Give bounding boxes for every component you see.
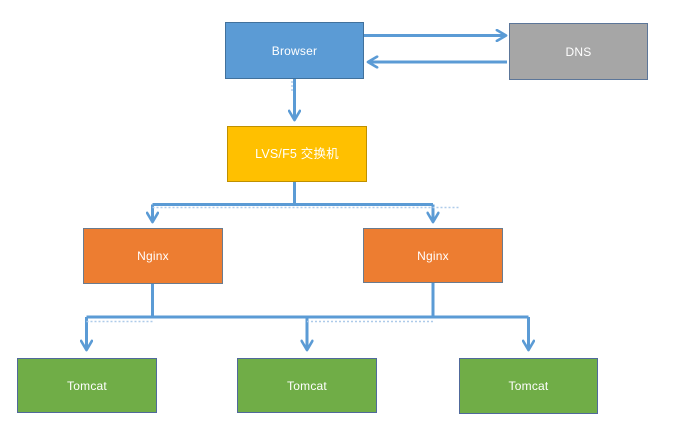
node-dns: DNS	[509, 23, 648, 80]
node-lvs-f5-switch: LVS/F5 交换机	[227, 126, 367, 182]
node-browser-label: Browser	[271, 43, 318, 58]
node-dns-label: DNS	[565, 44, 592, 59]
node-nginx-right: Nginx	[363, 228, 503, 283]
node-tomcat-middle: Tomcat	[237, 358, 377, 413]
node-tomcat-right-label: Tomcat	[508, 379, 549, 393]
connector-browser-to-lvs	[292, 79, 295, 119]
node-lvs-f5-switch-label: LVS/F5 交换机	[255, 146, 339, 161]
node-tomcat-middle-label: Tomcat	[287, 378, 327, 393]
node-tomcat-left: Tomcat	[17, 358, 157, 413]
node-nginx-left-label: Nginx	[137, 249, 169, 263]
node-tomcat-right: Tomcat	[459, 358, 598, 414]
connector-nginx-to-tomcat-bus	[87, 283, 529, 349]
node-nginx-right-label: Nginx	[417, 248, 449, 263]
connector-lvs-to-nginx-fork	[153, 182, 459, 221]
node-browser: Browser	[225, 22, 364, 79]
node-nginx-left: Nginx	[83, 228, 223, 284]
node-tomcat-left-label: Tomcat	[67, 378, 107, 393]
